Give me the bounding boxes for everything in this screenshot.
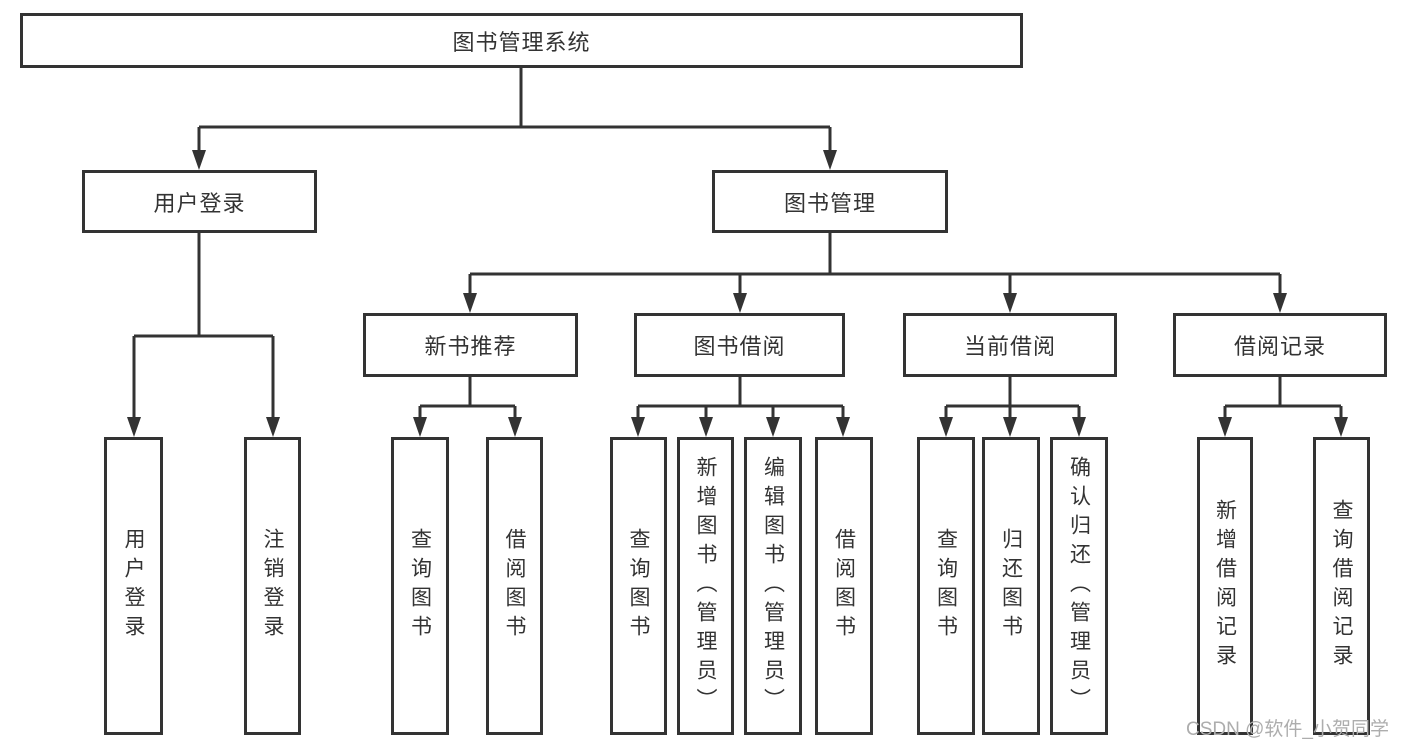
leaf-borrow-books: 借阅图书 [815, 437, 873, 735]
leaf-query-books-current: 查询图书 [917, 437, 975, 735]
node-current-borrowing: 当前借阅 [903, 313, 1117, 377]
leaf-query-books-recommend-label: 查询图书 [408, 528, 432, 644]
csdn-watermark: CSDN @软件_小贺同学 [1186, 719, 1389, 740]
leaf-logout-label: 注销登录 [261, 528, 284, 644]
leaf-borrow-books-recommend: 借阅图书 [486, 437, 543, 735]
leaf-add-books-admin: 新增图书（管理员） [677, 437, 734, 735]
node-new-book-recommendation: 新书推荐 [363, 313, 578, 377]
leaf-return-books: 归还图书 [982, 437, 1040, 735]
leaf-add-books-admin-label: 新增图书（管理员） [694, 455, 717, 717]
leaf-user-login-label: 用户登录 [122, 528, 145, 644]
leaf-add-borrow-record-label: 新增借阅记录 [1213, 499, 1237, 673]
leaf-confirm-return-admin: 确认归还（管理员） [1050, 437, 1108, 735]
leaf-query-books-borrowing-label: 查询图书 [627, 528, 650, 644]
leaf-query-books-recommend: 查询图书 [391, 437, 449, 735]
leaf-user-login: 用户登录 [104, 437, 163, 735]
leaf-logout: 注销登录 [244, 437, 301, 735]
leaf-add-borrow-record: 新增借阅记录 [1197, 437, 1253, 735]
leaf-query-borrow-record-label: 查询借阅记录 [1330, 499, 1353, 673]
leaf-edit-books-admin: 编辑图书（管理员） [744, 437, 802, 735]
leaf-query-books-current-label: 查询图书 [934, 528, 958, 644]
leaf-edit-books-admin-label: 编辑图书（管理员） [761, 455, 785, 717]
node-root-library-management-system: 图书管理系统 [20, 13, 1023, 68]
leaf-return-books-label: 归还图书 [999, 528, 1023, 644]
leaf-borrow-books-recommend-label: 借阅图书 [503, 528, 526, 644]
leaf-query-books-borrowing: 查询图书 [610, 437, 667, 735]
node-borrowing-records: 借阅记录 [1173, 313, 1387, 377]
leaf-confirm-return-admin-label: 确认归还（管理员） [1067, 455, 1091, 717]
node-user-login: 用户登录 [82, 170, 317, 233]
leaf-query-borrow-record: 查询借阅记录 [1313, 437, 1370, 735]
leaf-borrow-books-label: 借阅图书 [832, 528, 856, 644]
node-book-borrowing: 图书借阅 [634, 313, 845, 377]
node-book-management: 图书管理 [712, 170, 948, 233]
